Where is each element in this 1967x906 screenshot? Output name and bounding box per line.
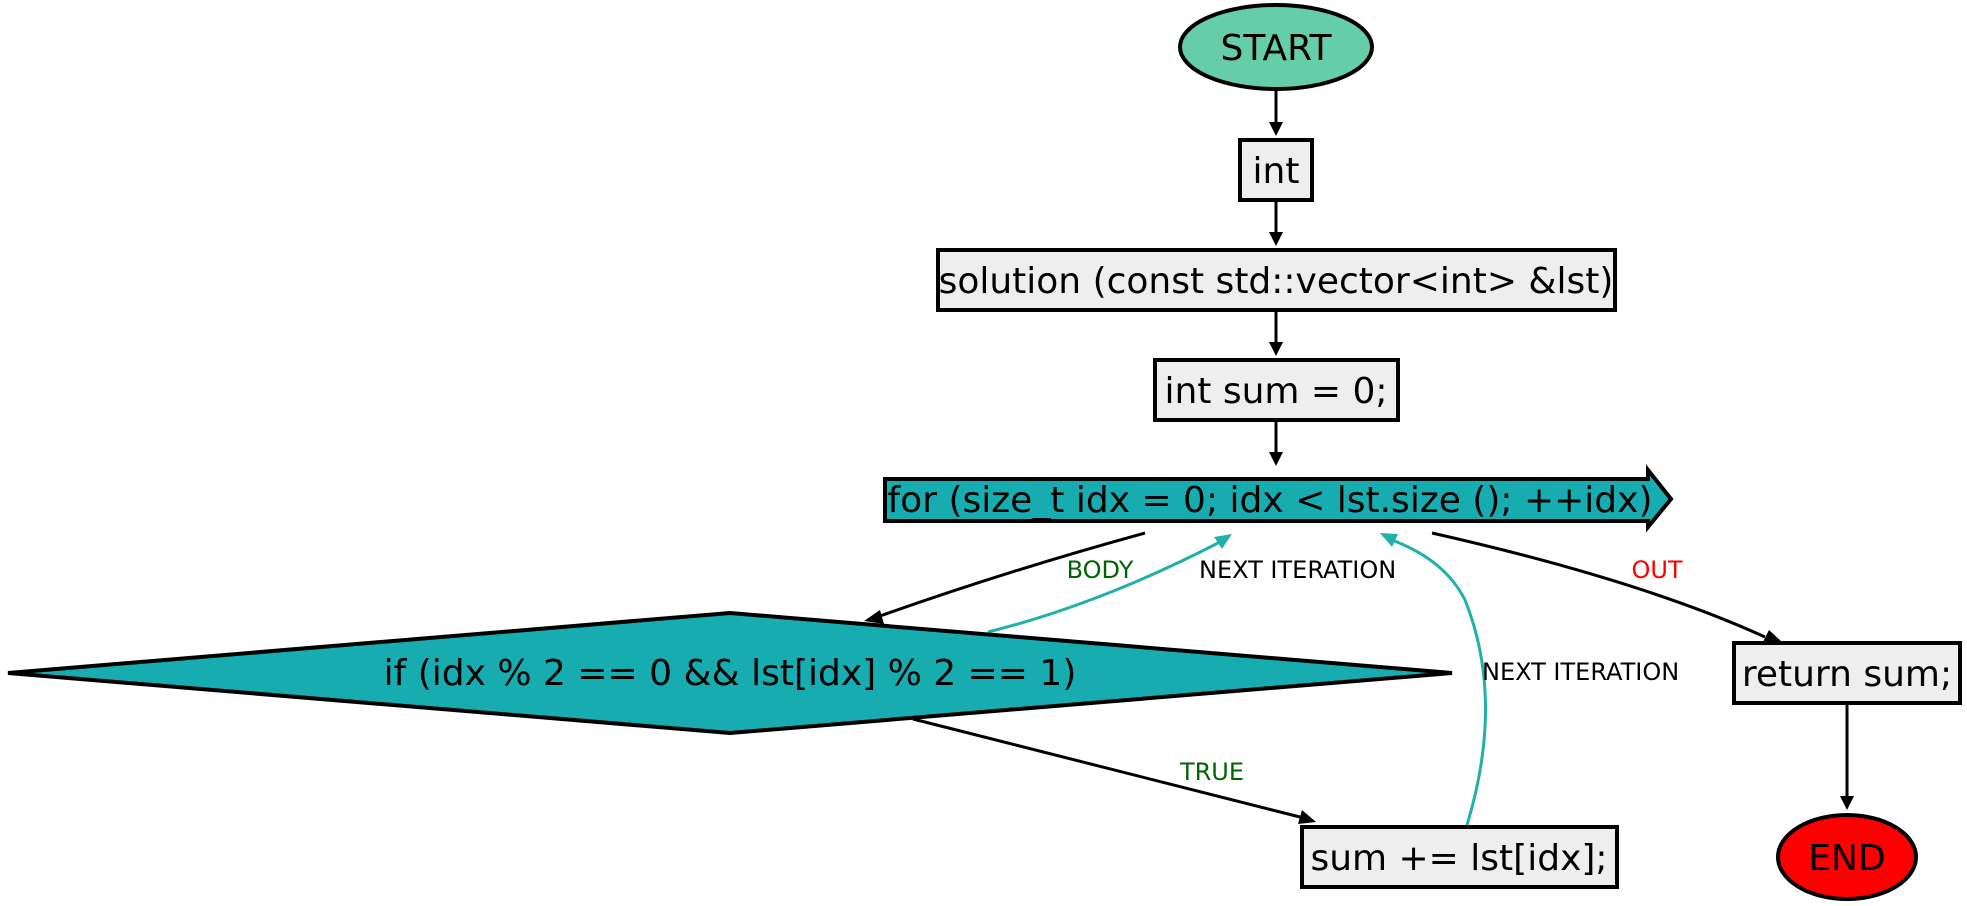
edge-return-to-end-arrowhead [1840, 796, 1854, 810]
edge-label-next-iteration-2: NEXT ITERATION [1482, 658, 1679, 686]
end-node: END [1776, 813, 1918, 901]
edge-loop-out-arrowhead [1763, 630, 1782, 642]
signature-node: solution (const std::vector<int> &lst) [936, 248, 1617, 312]
condition-node: if (idx % 2 == 0 && lst[idx] % 2 == 1) [7, 610, 1453, 736]
accumulate-node: sum += lst[idx]; [1300, 825, 1619, 889]
return-box [1732, 641, 1962, 705]
edge-loop-out [1431, 531, 1766, 639]
edge-label-next-iteration-1: NEXT ITERATION [1199, 556, 1396, 584]
edge-start-to-int-arrowhead [1269, 122, 1283, 136]
edge-loop-body [879, 531, 1146, 618]
start-label: START [1220, 28, 1332, 69]
start-ellipse [1178, 3, 1374, 91]
accumulate-box [1300, 825, 1619, 889]
condition-diamond [7, 610, 1453, 736]
loop-label: for (size_t idx = 0; idx < lst.size (); … [888, 480, 1653, 521]
edge-labels: BODY NEXT ITERATION OUT NEXT ITERATION T… [1067, 556, 1683, 786]
int-node: int [1238, 138, 1314, 202]
loop-node: for (size_t idx = 0; idx < lst.size (); … [883, 464, 1674, 533]
edge-signature-to-init-arrowhead [1269, 342, 1283, 356]
edge-next-iteration-2-arrowhead [1380, 533, 1398, 547]
accumulate-label: sum += lst[idx]; [1310, 838, 1607, 879]
init-label: int sum = 0; [1164, 371, 1387, 412]
edge-init-to-loop-arrowhead [1269, 452, 1283, 466]
init-node: int sum = 0; [1153, 358, 1400, 422]
edge-label-out: OUT [1631, 556, 1682, 584]
end-label: END [1808, 838, 1885, 879]
edge-condition-true-arrowhead [1298, 810, 1316, 824]
loop-shape [883, 464, 1674, 533]
edge-int-to-signature-arrowhead [1269, 232, 1283, 246]
edge-label-true: TRUE [1179, 758, 1244, 786]
start-node: START [1178, 3, 1374, 91]
end-ellipse [1776, 813, 1918, 901]
int-label: int [1253, 151, 1300, 192]
edge-next-iteration-1 [987, 540, 1221, 634]
edge-label-body: BODY [1067, 556, 1134, 584]
edge-next-iteration-1-arrowhead [1214, 534, 1232, 549]
edges [864, 90, 1854, 826]
signature-box [936, 248, 1617, 312]
init-box [1153, 358, 1400, 422]
edge-loop-body-arrowhead [864, 610, 884, 624]
edge-next-iteration-2 [1391, 538, 1487, 826]
nodes: START int solution (const std::vector<in… [7, 3, 1962, 901]
edge-condition-true [912, 717, 1301, 819]
signature-label: solution (const std::vector<int> &lst) [939, 261, 1614, 302]
return-node: return sum; [1732, 641, 1962, 705]
return-label: return sum; [1742, 654, 1952, 695]
int-box [1238, 138, 1314, 202]
condition-label: if (idx % 2 == 0 && lst[idx] % 2 == 1) [384, 653, 1077, 694]
